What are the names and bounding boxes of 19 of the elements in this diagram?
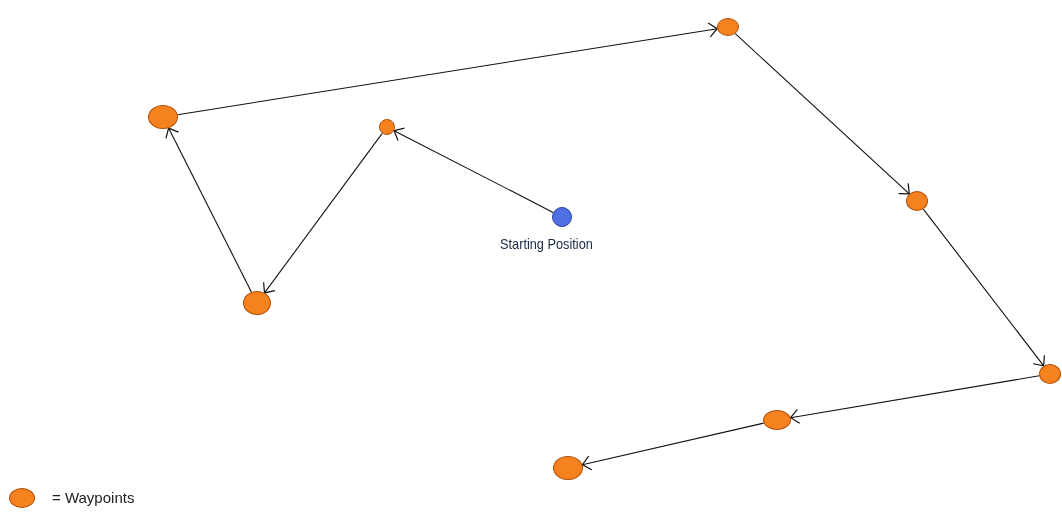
position-label: Starting Position (500, 235, 593, 252)
waypoint-dot (148, 105, 178, 129)
arrow (263, 132, 383, 294)
arrow (734, 33, 910, 195)
waypoint-dot (243, 291, 271, 315)
arrow (581, 422, 765, 471)
waypoint-dot (906, 191, 928, 211)
legend-label: = Waypoints (52, 489, 135, 506)
arrow (177, 22, 718, 116)
waypoint-dot (763, 410, 791, 430)
arrow (790, 375, 1040, 424)
arrow (922, 208, 1045, 367)
start-position-dot (552, 207, 572, 227)
arrow (165, 127, 252, 293)
waypoint-dot (717, 18, 739, 36)
waypoint-dot (553, 456, 583, 480)
waypoint-dot (1039, 364, 1061, 384)
arrow (393, 127, 554, 213)
waypoint-dot (379, 119, 395, 135)
